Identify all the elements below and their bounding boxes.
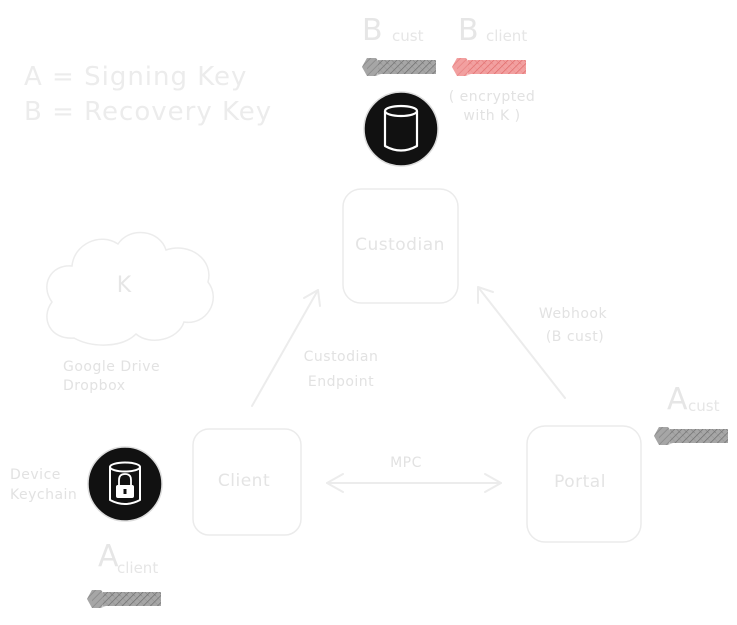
b-cust-label: B cust [362, 13, 424, 48]
locked-database-icon [87, 446, 163, 522]
webhook-label-line1: Webhook [539, 306, 608, 322]
svg-text:client: client [486, 27, 527, 45]
a-cust-key-icon [654, 427, 728, 445]
svg-text:B: B [458, 13, 479, 48]
custodian-label: Custodian [355, 235, 445, 255]
svg-text:A: A [667, 382, 688, 417]
b-cust-key-icon [362, 58, 436, 76]
encrypted-note-line1: ( encrypted [449, 89, 536, 105]
svg-text:A: A [98, 539, 119, 574]
mpc-label: MPC [390, 455, 422, 471]
custodian-endpoint-label-line2: Endpoint [308, 374, 374, 390]
custodian-endpoint-label-line1: Custodian [304, 349, 379, 365]
encrypted-note-line2: with K ) [463, 108, 520, 124]
svg-text:cust: cust [688, 397, 720, 415]
svg-text:cust: cust [392, 27, 424, 45]
svg-text:B: B [362, 13, 383, 48]
a-cust-label: A cust [667, 382, 720, 417]
device-caption-line1: Device [10, 467, 61, 483]
b-client-label: B client [458, 13, 527, 48]
database-icon [363, 91, 439, 167]
legend-recovery-key: B = Recovery Key [24, 97, 272, 127]
b-client-key-icon [452, 58, 526, 76]
cloud-key-label: K [117, 273, 132, 298]
device-caption-line2: Keychain [10, 487, 77, 503]
portal-label: Portal [554, 472, 606, 492]
webhook-arrow [477, 286, 566, 399]
custodian-endpoint-arrow [251, 289, 321, 407]
webhook-label-line2: (B cust) [546, 329, 604, 345]
client-node: Client [192, 428, 302, 536]
cloud-caption-line1: Google Drive [63, 359, 160, 375]
mpc-arrow [326, 473, 502, 493]
svg-text:client: client [117, 559, 158, 577]
legend-signing-key: A = Signing Key [24, 62, 247, 92]
a-client-key-icon [87, 590, 161, 608]
cloud-caption-line2: Dropbox [63, 378, 126, 394]
custodian-node: Custodian [342, 188, 459, 304]
client-label: Client [218, 471, 270, 491]
cloud-storage-icon: K [46, 231, 214, 346]
portal-node: Portal [526, 425, 642, 543]
a-client-label: A client [98, 539, 158, 577]
